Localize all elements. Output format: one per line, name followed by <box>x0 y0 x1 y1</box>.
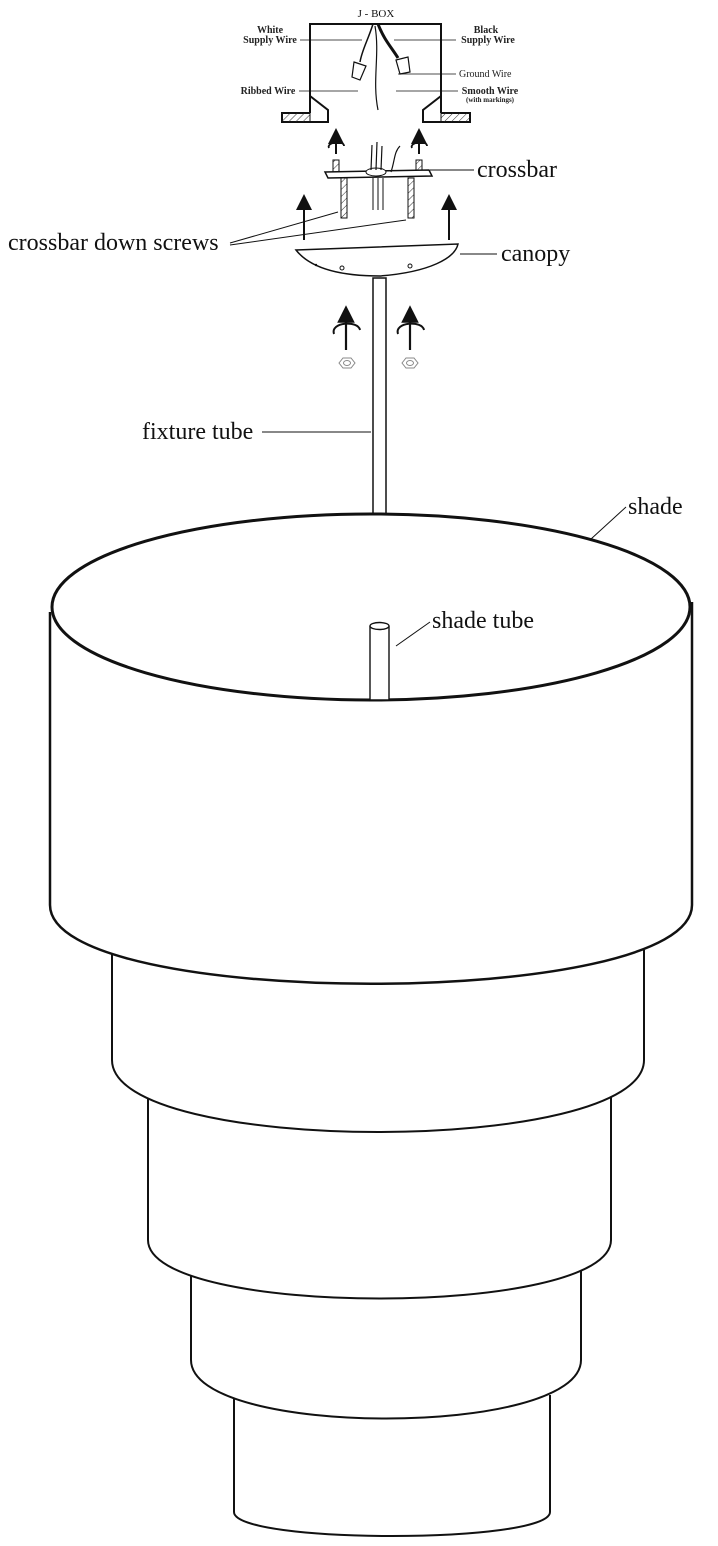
shade-tube-leader <box>395 621 431 647</box>
wire-nut-right <box>395 56 411 75</box>
black-supply-wire-label-2: Supply Wire <box>461 35 515 46</box>
ground-wire-label: Ground Wire <box>459 69 512 80</box>
wire-nut-left <box>351 61 367 81</box>
rotate-arrow-left-mid-icon <box>332 305 361 350</box>
hex-nut-left <box>338 357 356 369</box>
white-supply-wire-label-1: White <box>257 25 284 36</box>
rotate-arrow-left-top-icon <box>327 128 345 154</box>
down-screws-leader-left <box>229 211 339 244</box>
crossbar-down-screws-label: crossbar down screws <box>8 230 219 256</box>
shade-tier-1 <box>48 512 694 985</box>
shade-leader <box>590 506 627 540</box>
shade-tier-5 <box>233 1395 551 1537</box>
ceiling-hatch-right <box>440 112 471 123</box>
shade-tier-3 <box>147 1092 612 1300</box>
fixture-tube <box>371 277 388 551</box>
canopy <box>294 243 459 277</box>
smooth-wire-note: (with markings) <box>466 96 515 104</box>
shade-tier-4 <box>190 1265 582 1420</box>
black-supply-wire-label-1: Black <box>474 25 499 36</box>
white-supply-wire-label-2: Supply Wire <box>243 35 297 46</box>
rotate-arrow-right-mid-icon <box>396 305 425 350</box>
shade-label: shade <box>628 494 683 520</box>
ceiling-hatch-left <box>281 112 311 123</box>
rotate-arrow-right-top-icon <box>410 128 428 154</box>
shade <box>48 512 694 1537</box>
ribbed-wire-label: Ribbed Wire <box>241 86 296 97</box>
crossbar <box>323 141 434 219</box>
shade-tube-label: shade tube <box>432 608 534 634</box>
shade-tier-2 <box>111 950 645 1133</box>
crossbar-down-screw-left <box>340 177 348 219</box>
smooth-wire-label: Smooth Wire <box>462 86 519 97</box>
canopy-label: canopy <box>501 241 570 267</box>
jbox-title: J - BOX <box>358 8 395 20</box>
shade-tube <box>369 621 390 701</box>
hex-nut-right <box>401 357 419 369</box>
junction-box <box>281 23 471 123</box>
fixture-tube-label: fixture tube <box>142 419 253 445</box>
down-screws-leader-right <box>229 219 407 246</box>
crossbar-label: crossbar <box>477 157 557 183</box>
crossbar-down-screw-right <box>407 177 415 219</box>
